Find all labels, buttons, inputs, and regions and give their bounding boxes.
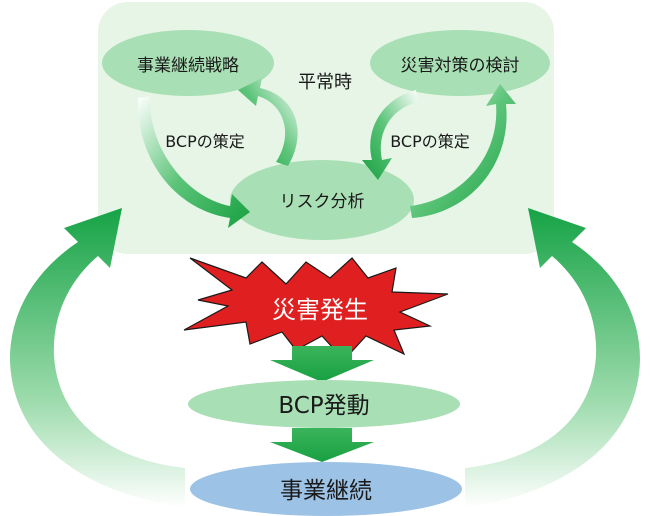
risk-to-measures-arrow <box>410 84 516 218</box>
bcp-formulation-left-label: BCPの策定 <box>165 132 245 151</box>
business-strategy-node <box>102 30 274 96</box>
normal-time-label: 平常時 <box>298 72 352 93</box>
business-continuity-label: 事業継続 <box>280 478 372 504</box>
risk-to-strategy-arrow <box>238 78 298 166</box>
bcp-activation-label: BCP発動 <box>278 393 369 419</box>
risk-analysis-label: リスク分析 <box>280 192 365 212</box>
down-arrow-to-continuity <box>270 428 374 462</box>
left-return-arrow <box>10 208 185 508</box>
down-arrow-to-activation <box>270 346 374 382</box>
disaster-measures-node <box>370 30 550 96</box>
measures-to-risk-arrow <box>362 90 418 180</box>
right-return-arrow <box>465 208 640 508</box>
business-continuity-node <box>190 462 462 516</box>
bcp-activation-node <box>188 380 460 428</box>
business-strategy-label: 事業継続戦略 <box>137 56 239 76</box>
disaster-label: 災害発生 <box>272 296 368 324</box>
strategy-to-risk-arrow <box>137 96 250 228</box>
bcp-formulation-right-label: BCPの策定 <box>390 132 470 151</box>
disaster-burst <box>183 257 449 361</box>
risk-analysis-node <box>230 160 414 240</box>
disaster-measures-label: 災害対策の検討 <box>401 56 520 76</box>
